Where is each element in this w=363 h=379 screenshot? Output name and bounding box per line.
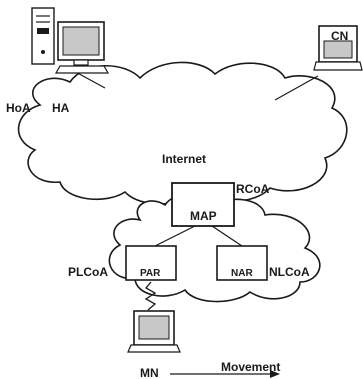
nar-node <box>216 245 268 281</box>
movement-label: Movement <box>221 360 280 374</box>
map-par-link <box>154 225 196 247</box>
internet-cloud <box>17 61 348 205</box>
nar-label: NAR <box>231 268 253 279</box>
nlcoa-label: NLCoA <box>269 265 310 279</box>
wireless-link-icon <box>144 281 157 311</box>
mn-label: MN <box>140 366 159 379</box>
rcoa-label: RCoA <box>236 182 270 196</box>
movement-arrowhead-icon <box>270 370 280 378</box>
map-label: MAP <box>190 209 217 223</box>
par-node <box>125 245 177 281</box>
cn-laptop-icon <box>313 25 363 71</box>
plcoa-label: PLCoA <box>68 265 108 279</box>
mn-laptop-icon <box>127 310 181 353</box>
internet-label: Internet <box>162 152 206 166</box>
cn-label: CN <box>331 29 348 43</box>
ha-workstation-icon <box>31 7 110 74</box>
ha-label: HA <box>52 101 70 115</box>
par-label: PAR <box>140 268 161 279</box>
map-node <box>171 182 235 227</box>
cn-link <box>274 75 319 101</box>
hoa-label: HoA <box>6 101 31 115</box>
map-nar-link <box>211 225 243 247</box>
